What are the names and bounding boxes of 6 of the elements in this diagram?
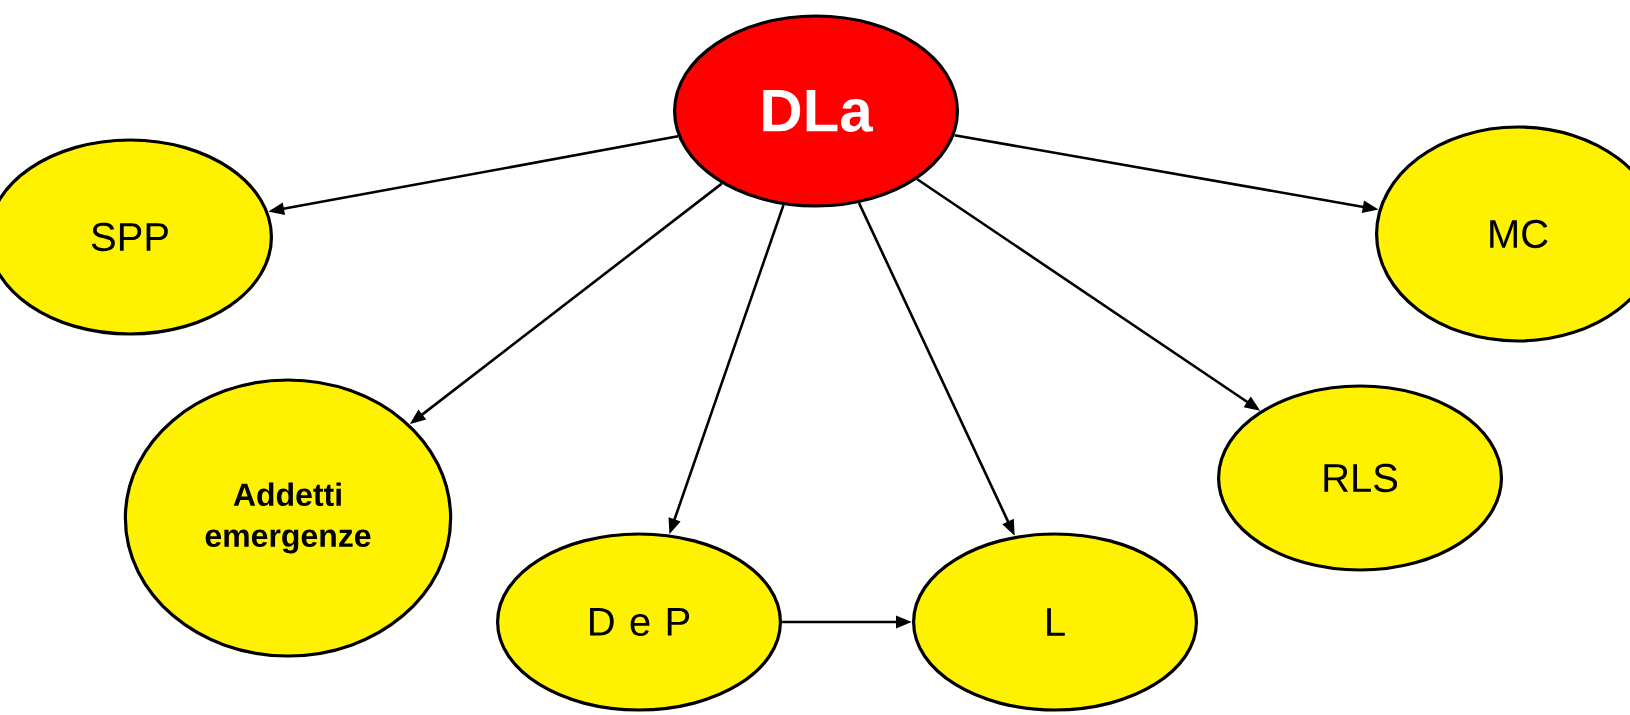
ellipse-node: MC <box>1375 125 1630 343</box>
ellipse-node: RLS <box>1217 384 1504 572</box>
ellipse-node: D e P <box>496 532 783 712</box>
ellipse-node: L <box>912 532 1199 712</box>
ellipse-node: DLa <box>673 14 960 208</box>
ellipse-node: Addetti emergenze <box>123 378 453 658</box>
